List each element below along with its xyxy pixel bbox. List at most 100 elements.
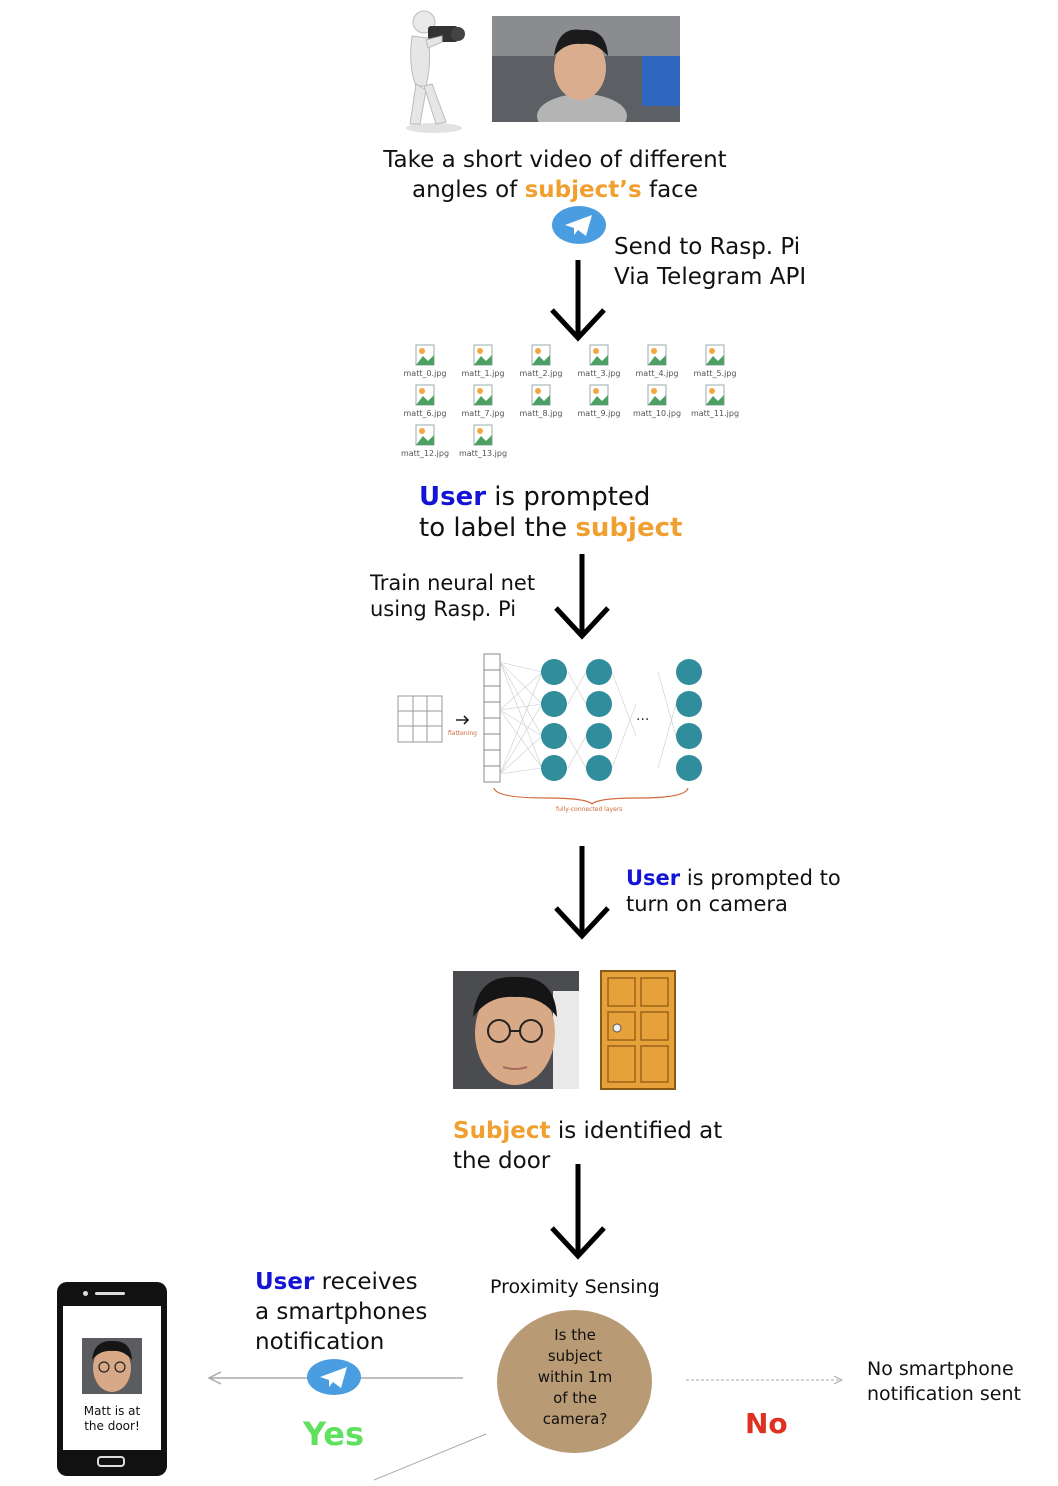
smartphone: Matt is at the door! — [57, 1282, 167, 1476]
phone-screen: Matt is at the door! — [63, 1306, 161, 1450]
user-highlight: User — [255, 1269, 315, 1295]
send-line1: Send to Rasp. Pi — [614, 234, 801, 260]
file-name: matt_12.jpg — [400, 449, 450, 458]
file-tile: matt_2.jpg — [514, 344, 568, 378]
user-highlight: User — [626, 866, 681, 890]
neural-network-diagram: ... flattening fully-connected layers — [396, 650, 706, 816]
phone-speaker — [95, 1292, 125, 1295]
image-file-icon — [472, 344, 494, 366]
label-step-line2: to label the subject — [419, 513, 682, 544]
image-file-icon — [646, 344, 668, 366]
nn-node — [541, 723, 567, 749]
no-caption-line2: notification sent — [867, 1383, 1021, 1405]
train-line2: using Rasp. Pi — [370, 597, 517, 621]
send-line2: Via Telegram API — [614, 264, 807, 290]
file-name: matt_10.jpg — [632, 409, 682, 418]
file-name: matt_4.jpg — [635, 369, 679, 378]
nn-node — [586, 723, 612, 749]
file-name: matt_0.jpg — [403, 369, 447, 378]
arrow-down-icon — [552, 552, 612, 640]
file-name: matt_11.jpg — [690, 409, 740, 418]
file-name: matt_2.jpg — [519, 369, 563, 378]
image-file-icon — [414, 384, 436, 406]
nn-ellipsis: ... — [636, 708, 650, 724]
image-file-icon — [472, 384, 494, 406]
step1-caption-line1: Take a short video of different — [383, 147, 727, 173]
image-file-icon — [530, 384, 552, 406]
telegram-icon — [552, 205, 606, 245]
nn-node — [676, 755, 702, 781]
subject-highlight: Subject — [453, 1118, 551, 1144]
caption-text: is identified at — [550, 1118, 723, 1144]
file-tile: matt_1.jpg — [456, 344, 510, 378]
caption-text: angles of — [412, 177, 525, 203]
photographer-figure — [398, 6, 470, 134]
label-step-line1: User is prompted — [419, 482, 682, 513]
question-line: camera? — [542, 1410, 608, 1428]
telegram-icon — [307, 1358, 361, 1396]
file-tile: matt_11.jpg — [688, 384, 742, 418]
file-tile: matt_3.jpg — [572, 344, 626, 378]
send-caption: Send to Rasp. Pi Via Telegram API — [614, 232, 806, 292]
arrow-down-icon — [548, 258, 608, 342]
question-line: subject — [547, 1347, 603, 1365]
image-file-icon — [588, 344, 610, 366]
nn-node — [676, 691, 702, 717]
notify-line2: a smartphones — [255, 1299, 428, 1325]
question-line: of the — [553, 1389, 597, 1407]
subject-face-photo — [453, 971, 579, 1089]
door-icon — [600, 970, 676, 1090]
train-caption: Train neural net using Rasp. Pi — [370, 570, 535, 622]
caption-text: is prompted — [486, 482, 651, 512]
user-highlight: User — [419, 482, 487, 512]
nn-node — [541, 659, 567, 685]
nn-node — [676, 659, 702, 685]
file-name: matt_5.jpg — [693, 369, 737, 378]
identified-line2: the door — [453, 1148, 551, 1174]
notification-message: Matt is at the door! — [63, 1404, 161, 1434]
camera-step-line2: turn on camera — [626, 892, 788, 916]
camera-step-line1: User is prompted to — [626, 865, 841, 891]
file-tile: matt_8.jpg — [514, 384, 568, 418]
file-tile: matt_10.jpg — [630, 384, 684, 418]
notify-caption: User receives a smartphones notification — [255, 1267, 427, 1357]
nn-node — [586, 659, 612, 685]
image-file-icon — [414, 344, 436, 366]
no-label: No — [745, 1407, 788, 1440]
identified-caption: Subject is identified at the door — [453, 1116, 722, 1176]
file-tile: matt_0.jpg — [398, 344, 452, 378]
notify-line1: User receives — [255, 1267, 427, 1297]
file-tile: matt_12.jpg — [398, 424, 452, 458]
nn-node — [676, 723, 702, 749]
file-name: matt_7.jpg — [461, 409, 505, 418]
file-tile: matt_4.jpg — [630, 344, 684, 378]
caption-text: face — [641, 177, 698, 203]
notify-line3: notification — [255, 1329, 385, 1355]
yes-label: Yes — [303, 1415, 364, 1453]
file-name: matt_1.jpg — [461, 369, 505, 378]
file-tile: matt_7.jpg — [456, 384, 510, 418]
file-tile: matt_5.jpg — [688, 344, 742, 378]
file-name: matt_13.jpg — [458, 449, 508, 458]
file-tile: matt_9.jpg — [572, 384, 626, 418]
no-caption-line1: No smartphone — [867, 1358, 1014, 1380]
nn-layers-label: fully-connected layers — [556, 806, 623, 813]
image-file-icon — [646, 384, 668, 406]
nn-flatten-label: flattening — [448, 730, 477, 737]
arrow-down-icon — [552, 844, 612, 940]
notification-line2: the door! — [84, 1419, 140, 1433]
caption-text: is prompted to — [680, 866, 841, 890]
phone-camera — [83, 1291, 88, 1296]
nn-node — [541, 691, 567, 717]
identified-line1: Subject is identified at — [453, 1116, 722, 1146]
image-file-icon — [472, 424, 494, 446]
no-arrow — [684, 1372, 846, 1388]
proximity-title: Proximity Sensing — [490, 1276, 660, 1298]
decision-circle — [497, 1310, 652, 1453]
file-name: matt_3.jpg — [577, 369, 621, 378]
notification-photo — [82, 1338, 142, 1394]
step1-caption: Take a short video of different angles o… — [330, 145, 780, 205]
image-file-icon — [530, 344, 552, 366]
nn-node — [586, 691, 612, 717]
subject-highlight: subject — [575, 513, 683, 543]
